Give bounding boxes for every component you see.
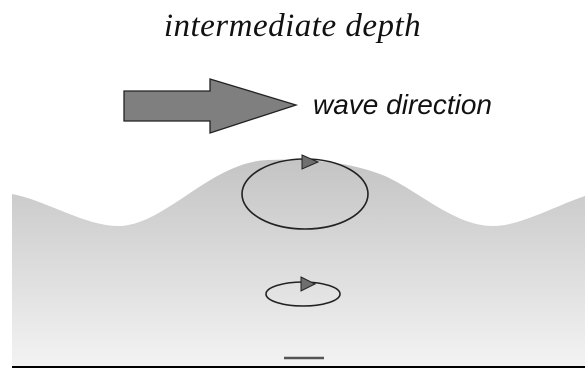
upper-orbit-direction-marker <box>301 154 320 170</box>
wave-direction-arrow <box>123 78 299 134</box>
wave-direction-label: wave direction <box>313 89 492 120</box>
lower-orbit-direction-marker <box>300 276 317 292</box>
water-body <box>12 159 585 367</box>
diagram-title: intermediate depth <box>163 8 422 44</box>
